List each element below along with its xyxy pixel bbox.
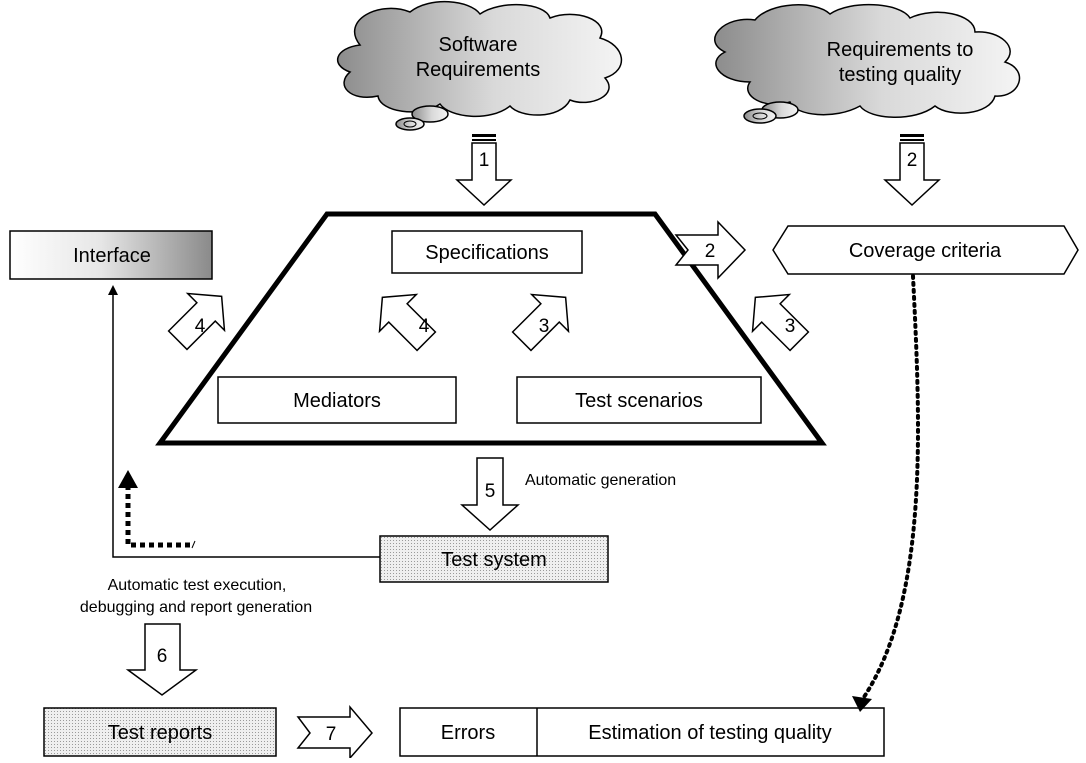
arrow-3-inner bbox=[511, 293, 570, 352]
arrow-2-down-label: 2 bbox=[907, 150, 918, 171]
test-system-label: Test system bbox=[441, 549, 547, 571]
arrow-5: 5 bbox=[460, 457, 520, 532]
specification-trapezoid bbox=[155, 211, 827, 446]
cloud-software-line1: Software bbox=[439, 34, 518, 56]
arrow-1: 1 bbox=[455, 134, 513, 207]
arrow-7-label: 7 bbox=[326, 724, 337, 745]
arrow-5-label: 5 bbox=[485, 481, 496, 502]
test-reports-label: Test reports bbox=[108, 722, 212, 744]
arrow-4-left bbox=[167, 292, 226, 351]
test-system-box[interactable]: Test system bbox=[379, 535, 609, 583]
test-reports-box[interactable]: Test reports bbox=[43, 707, 277, 757]
coverage-to-estimation-arrowhead bbox=[852, 696, 872, 712]
arrow-3-right bbox=[751, 293, 810, 352]
arrow-2-down: 2 bbox=[883, 134, 941, 207]
dotted-return-arrow bbox=[125, 484, 190, 548]
dotted-return-arrowhead bbox=[118, 470, 138, 488]
arrow-1-label: 1 bbox=[479, 150, 490, 171]
arrow-4-inner-label: 4 bbox=[419, 316, 430, 337]
automatic-generation-label: Automatic generation bbox=[525, 472, 676, 489]
cloud-quality-line2: testing quality bbox=[839, 64, 961, 86]
coverage-to-estimation-connector bbox=[860, 274, 920, 702]
execution-annotation-line1: Automatic test execution, bbox=[108, 577, 287, 594]
specifications-label: Specifications bbox=[425, 242, 548, 264]
arrow-4-inner bbox=[378, 293, 437, 352]
feedback-connector bbox=[108, 285, 380, 558]
arrow-6-label: 6 bbox=[157, 646, 168, 667]
execution-annotation-line2: debugging and report generation bbox=[80, 599, 312, 616]
cloud-quality-line1: Requirements to bbox=[827, 39, 974, 61]
arrow-6: 6 bbox=[125, 623, 199, 696]
interface-label: Interface bbox=[73, 245, 151, 267]
cloud-software-requirements: Software Requirements bbox=[336, 1, 623, 131]
mediators-label: Mediators bbox=[293, 390, 381, 412]
arrow-2-right: 2 bbox=[674, 220, 747, 280]
arrow-3-right-label: 3 bbox=[785, 316, 796, 337]
cloud-software-line2: Requirements bbox=[416, 59, 541, 81]
test-scenarios-label: Test scenarios bbox=[575, 390, 703, 412]
test-scenarios-box[interactable]: Test scenarios bbox=[516, 376, 762, 424]
arrow-4-left-label: 4 bbox=[195, 316, 206, 337]
arrow-7: 7 bbox=[296, 704, 373, 760]
interface-box[interactable]: Interface bbox=[9, 230, 213, 280]
estimation-label: Estimation of testing quality bbox=[588, 722, 831, 744]
coverage-criteria-box[interactable]: Coverage criteria bbox=[772, 225, 1079, 275]
results-box[interactable]: Errors Estimation of testing quality bbox=[399, 707, 885, 757]
dotted-return-tail bbox=[191, 540, 196, 549]
arrow-3-inner-label: 3 bbox=[539, 316, 550, 337]
errors-label: Errors bbox=[441, 722, 495, 744]
mediators-box[interactable]: Mediators bbox=[217, 376, 457, 424]
specifications-box[interactable]: Specifications bbox=[391, 230, 583, 274]
coverage-criteria-label: Coverage criteria bbox=[849, 240, 1002, 262]
arrow-2-right-label: 2 bbox=[705, 241, 716, 262]
cloud-testing-quality-requirements: Requirements to testing quality bbox=[714, 4, 1021, 124]
